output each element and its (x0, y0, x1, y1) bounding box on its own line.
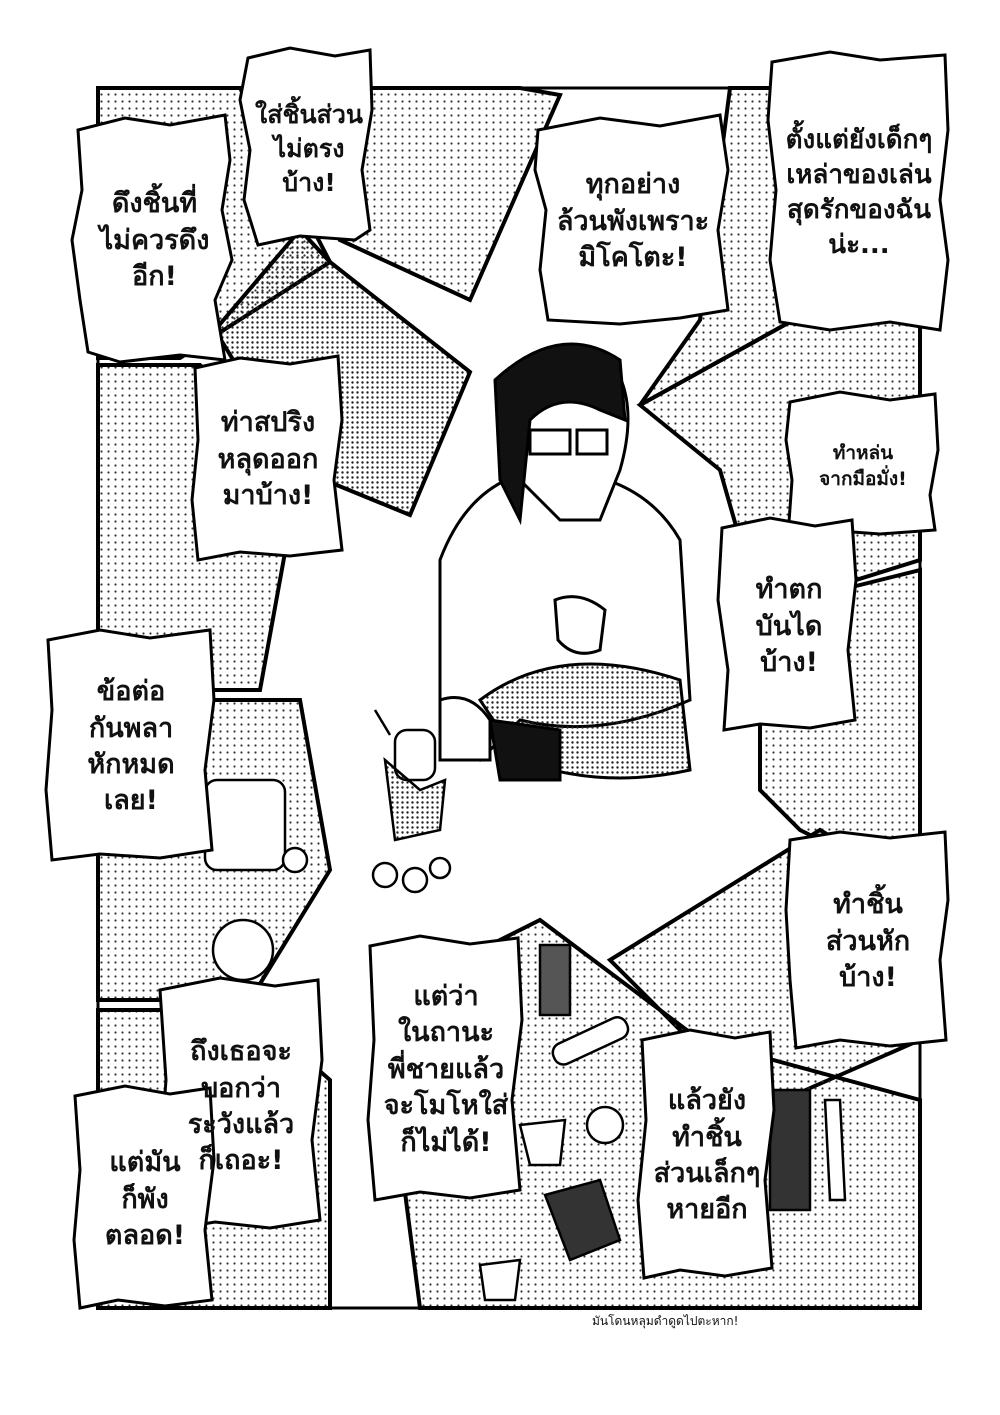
bubble-stairs: ทำตก บันได บ้าง! (755, 574, 823, 679)
bubble-shape-all-broken (533, 113, 730, 326)
bubble-pull-parts: ดึงชิ้นที่ ไม่ควรดึง อีก! (99, 188, 210, 293)
scattered-parts (478, 943, 847, 1302)
bubble-joints: ข้อต่อ กันพลา หักหมด เลย! (87, 676, 175, 817)
bubble-but-as-brother: แต่ว่า ในถานะ พี่ชายแล้ว จะโมโหใส่ ก็ไม่… (383, 980, 509, 1158)
bubble-since-young: ตั้งแต่ยังเด็กๆ เหล่าของเล่น สุดรักของฉั… (785, 124, 933, 261)
footnote: มันโดนหลุมดำดูดไปตะหาก! (592, 1314, 739, 1328)
bubble-shape-spring-out (190, 354, 344, 562)
bubble-shape-stairs (716, 516, 858, 732)
bubble-spring-out: ท่าสปริง หลุดออก มาบ้าง! (217, 407, 319, 512)
bubble-small-parts: แล้วยัง ทำชิ้น ส่วนเล็กๆ หายอีก (653, 1085, 761, 1226)
bubble-parts-broken: ทำชิ้น ส่วนหัก บ้าง! (825, 889, 911, 994)
bubble-dropped: ทำหล่น จากมือมั่ง! (819, 442, 907, 490)
robot-head-part (203, 778, 309, 982)
bubble-shape-but-as-brother (366, 934, 524, 1202)
bubble-shape-small-parts (636, 1028, 776, 1280)
robot-toy (371, 709, 452, 894)
bubble-always-broken: แต่มัน ก็พัง ตลอด! (104, 1147, 186, 1252)
bubble-shape-pull-parts (70, 113, 234, 364)
bubble-shape-joints (44, 628, 216, 862)
bubble-shape-wrong-parts (238, 46, 374, 247)
bubble-shape-parts-broken (784, 830, 950, 1050)
bubble-shape-dropped (784, 390, 940, 538)
bubble-shape-always-broken (72, 1084, 216, 1310)
bubble-even-if-careful: ถึงเธอจะ บอกว่า ระวังแล้ว ก็เถอะ! (187, 1036, 295, 1177)
bubble-shape-since-young (766, 50, 950, 332)
kneeling-man (438, 342, 692, 782)
bubble-wrong-parts: ใส่ชิ้นส่วน ไม่ตรงบ้าง! (255, 100, 363, 197)
bubble-all-broken: ทุกอย่าง ล้วนพังเพราะ มิโคโตะ! (556, 169, 710, 274)
